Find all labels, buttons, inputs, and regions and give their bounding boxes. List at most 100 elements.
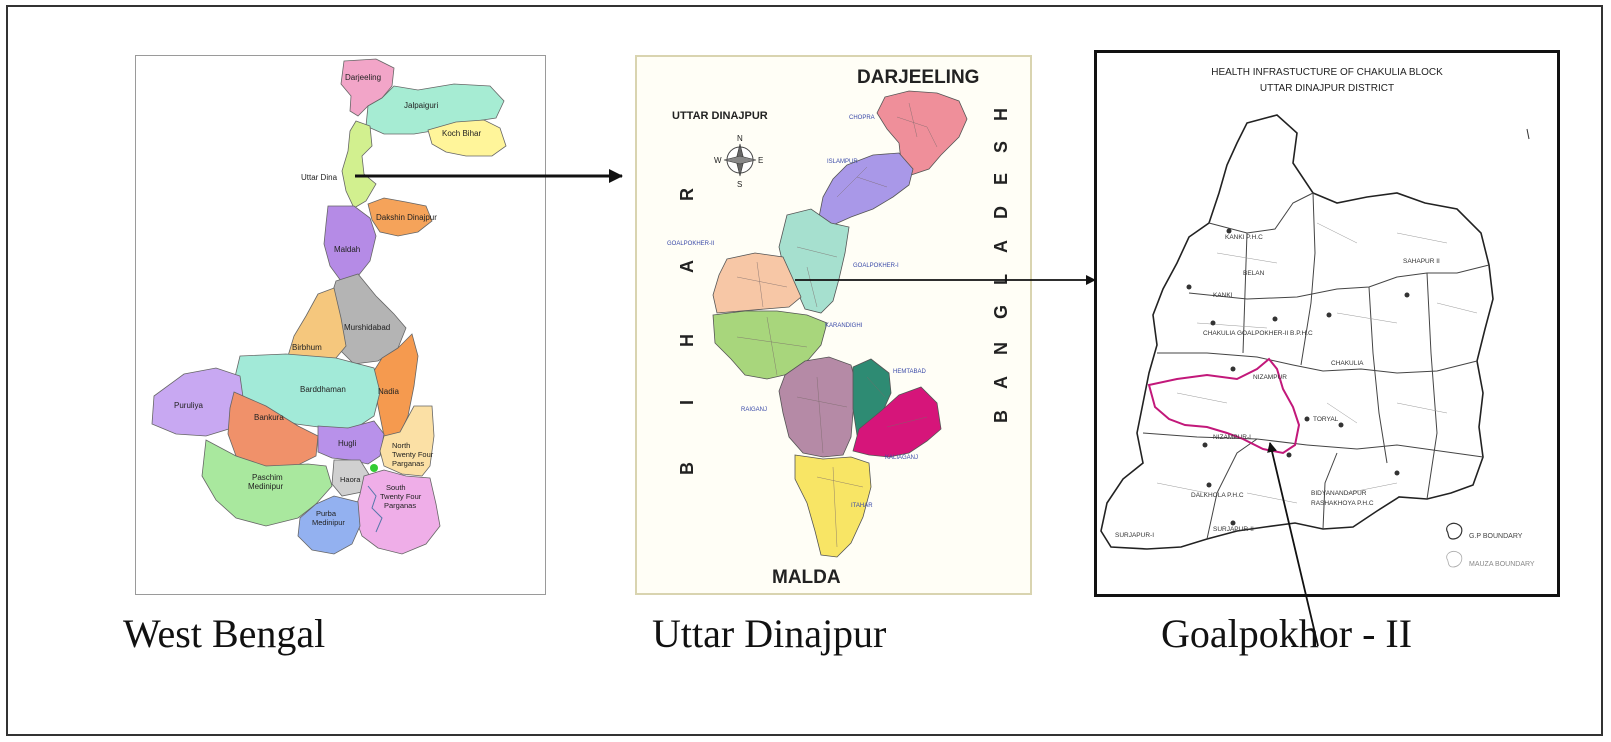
district-maldah	[323, 205, 377, 282]
legend-mauza-boundary: MAUZA BOUNDARY	[1469, 561, 1535, 568]
west-bengal-map: Darjeeling Jalpaiguri Koch Bihar Uttar D…	[151, 58, 507, 555]
label-chakulia-bphc: CHAKULIA GOALPOKHER-II B.P.H.C	[1203, 330, 1313, 337]
label-darjeeling-top: DARJEELING	[857, 67, 979, 88]
label-bidyanandapur: BIDYANANDAPUR	[1311, 490, 1367, 497]
label-purba-line1: Purba	[316, 509, 337, 518]
uttar-dinajpur-map: CHOPRA ISLAMPUR GOALPOKHER-II GOALPOKHER…	[667, 67, 1011, 588]
label-north-24-line2: Twenty Four	[392, 450, 434, 459]
block-islampur	[818, 152, 914, 226]
bd-letter-4: G	[991, 305, 1011, 319]
label-purba-line2: Medinipur	[312, 518, 345, 527]
block-karandighi	[712, 310, 828, 380]
label-hemtabad: HEMTABAD	[893, 369, 927, 375]
district-hugli	[317, 420, 385, 465]
chakulia-title-line1: HEALTH INFRASTUCTURE OF CHAKULIA BLOCK	[1211, 67, 1443, 78]
label-darjeeling: Darjeeling	[345, 73, 381, 82]
label-maldah: Maldah	[334, 245, 360, 254]
district-north-24-parganas	[379, 405, 435, 477]
district-uttar-dinajpur	[341, 120, 377, 209]
compass-w: W	[714, 156, 722, 165]
label-south-24-line3: Parganas	[384, 501, 416, 510]
chakulia-block-map-panel: HEALTH INFRASTUCTURE OF CHAKULIA BLOCK U…	[1094, 50, 1560, 597]
label-bihar-vertical: B I H A R	[677, 188, 697, 475]
label-raiganj: RAIGANJ	[741, 407, 767, 413]
block-goalpokher-2	[712, 252, 802, 314]
legend: G.P BOUNDARY MAUZA BOUNDARY	[1446, 522, 1535, 568]
label-north-24-line1: North	[392, 441, 410, 450]
river-line	[367, 485, 383, 533]
label-nadia: Nadia	[378, 387, 399, 396]
label-kanki: KANKI	[1213, 292, 1233, 299]
label-nizampur-1: NIZAMPUR-I	[1213, 434, 1251, 441]
label-itahar: ITAHAR	[851, 503, 873, 509]
bihar-letter-2: I	[677, 400, 697, 405]
bd-letter-7: D	[991, 206, 1011, 219]
label-kochbihar: Koch Bihar	[442, 129, 481, 138]
caption-goalpokhor-ii: Goalpokhor - II	[1161, 611, 1413, 656]
kolkata-marker	[370, 464, 378, 472]
north-tick	[1526, 128, 1530, 140]
compass-e: E	[758, 156, 763, 165]
block-chopra	[876, 90, 968, 176]
bihar-letter-4: A	[677, 260, 697, 273]
uttar-dinajpur-map-panel: CHOPRA ISLAMPUR GOALPOKHER-II GOALPOKHER…	[635, 55, 1032, 595]
chakulia-title-line2: UTTAR DINAJPUR DISTRICT	[1260, 83, 1394, 94]
legend-mauza-icon	[1446, 551, 1463, 568]
legend-gp-boundary: G.P BOUNDARY	[1469, 533, 1523, 540]
mouza-lines	[736, 102, 938, 548]
label-dakshin-dinajpur: Dakshin Dinajpur	[376, 213, 437, 222]
label-murshidabad: Murshidabad	[344, 323, 390, 332]
bd-letter-2: A	[991, 376, 1011, 389]
highlight-gp-boundary	[1147, 357, 1301, 455]
figure-frame	[6, 5, 1603, 736]
label-dalkhola-phc: DALKHOLA P.H.C	[1191, 492, 1244, 499]
compass-n: N	[737, 134, 743, 143]
label-chakulia: CHAKULIA	[1331, 360, 1364, 367]
label-south-24-line2: Twenty Four	[380, 492, 422, 501]
label-kanki-phc: KANKI P.H.C	[1225, 234, 1263, 241]
label-malda-bottom: MALDA	[772, 567, 841, 588]
label-toryal: TORYAL	[1313, 416, 1339, 423]
compass-icon: N S E W	[714, 134, 763, 189]
label-nizampur: NIZAMPUR	[1253, 374, 1287, 381]
label-kaliaganj: KALIAGANJ	[885, 455, 918, 461]
block-raiganj	[778, 356, 858, 458]
caption-west-bengal: West Bengal	[123, 611, 326, 656]
label-paschim-line1: Paschim	[252, 473, 283, 482]
block-itahar	[794, 454, 872, 558]
label-surjapur-2: SURJAPUR-II	[1213, 526, 1254, 533]
bihar-letter-1: B	[677, 462, 697, 475]
west-bengal-map-panel: Darjeeling Jalpaiguri Koch Bihar Uttar D…	[135, 55, 546, 595]
bihar-letter-5: R	[677, 188, 697, 201]
district-purba-medinipur	[297, 495, 361, 555]
legend-gp-icon	[1446, 522, 1463, 540]
bd-letter-8: E	[991, 173, 1011, 185]
bd-letter-1: B	[991, 410, 1011, 423]
gp-boundaries	[1142, 192, 1490, 540]
label-barddhaman: Barddhaman	[300, 385, 346, 394]
chakulia-block-map: HEALTH INFRASTUCTURE OF CHAKULIA BLOCK U…	[1100, 67, 1535, 568]
bd-letter-6: A	[991, 240, 1011, 253]
label-bankura: Bankura	[254, 413, 284, 422]
label-hugli: Hugli	[338, 439, 356, 448]
label-sahapur-2: SAHAPUR II	[1403, 258, 1440, 265]
label-karandighi: KARANDIGHI	[825, 323, 863, 329]
bd-letter-5: L	[991, 274, 1011, 285]
label-chopra: CHOPRA	[849, 115, 875, 121]
label-uttar-dinajpur: Uttar Dina	[301, 173, 338, 182]
bd-letter-10: H	[991, 108, 1011, 121]
district-dakshin-dinajpur	[367, 197, 433, 237]
block-kaliaganj	[852, 386, 942, 458]
label-goalpokher-1: GOALPOKHER-I	[853, 263, 899, 269]
map-title-uttar-dinajpur: UTTAR DINAJPUR	[672, 110, 768, 122]
label-north-24-line3: Parganas	[392, 459, 424, 468]
label-surjapur-1: SURJAPUR-I	[1115, 532, 1154, 539]
label-birbhum: Birbhum	[292, 343, 322, 352]
label-bangladesh-vertical: B A N G L A D E S H	[991, 108, 1011, 423]
bd-letter-9: S	[991, 141, 1011, 153]
label-puruliya: Puruliya	[174, 401, 203, 410]
caption-uttar-dinajpur: Uttar Dinajpur	[652, 611, 887, 656]
place-labels: KANKI P.H.C BELAN KANKI CHAKULIA GOALPOK…	[1115, 234, 1440, 539]
compass-s: S	[737, 180, 742, 189]
